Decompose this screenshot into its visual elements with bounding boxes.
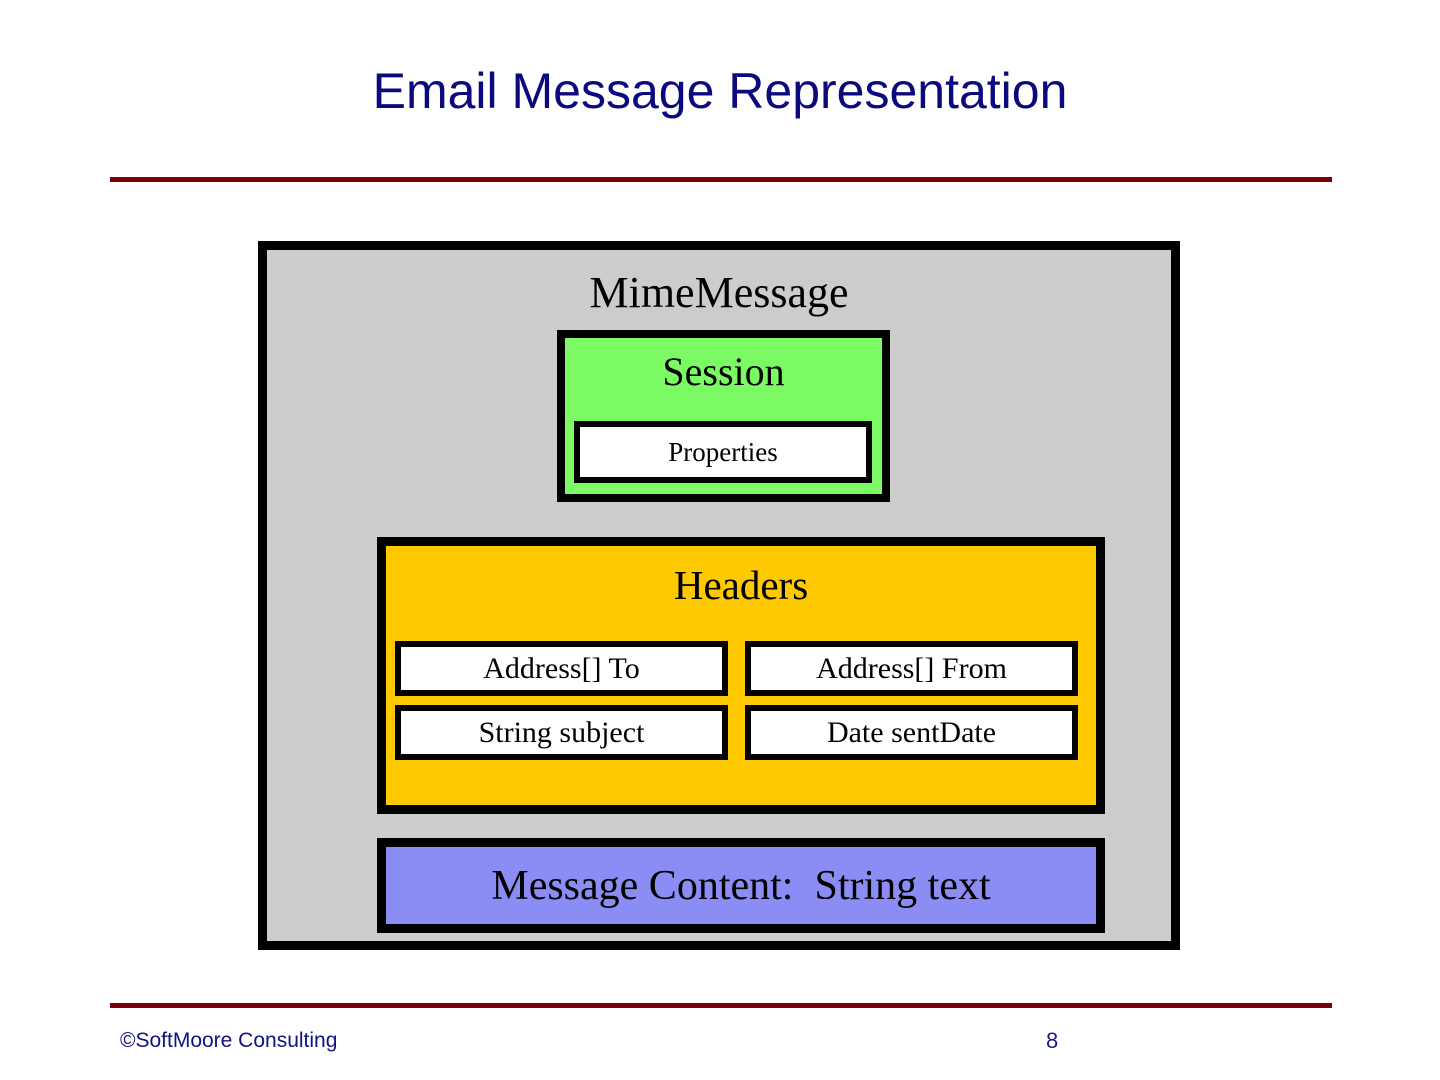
header-field-label: Address[] From — [816, 651, 1007, 685]
mimemessage-label: MimeMessage — [589, 268, 849, 317]
header-field-string-subject: String subject — [395, 705, 728, 760]
header-field-date-sentdate: Date sentDate — [745, 705, 1078, 760]
properties-label: Properties — [668, 436, 778, 467]
footer-divider-rule — [110, 1003, 1332, 1008]
headers-box: Headers Address[] To Address[] From Stri… — [377, 537, 1105, 814]
mimemessage-container-box: MimeMessage Session Properties Headers A… — [258, 241, 1180, 950]
headers-label: Headers — [673, 562, 809, 608]
message-content-label: Message Content: String text — [491, 862, 991, 909]
header-field-label: Date sentDate — [826, 715, 997, 749]
properties-field-box: Properties — [574, 421, 872, 483]
title-divider-rule — [110, 177, 1332, 182]
header-field-address-from: Address[] From — [745, 641, 1078, 696]
session-box: Session Properties — [557, 330, 890, 502]
headers-field-grid: Address[] To Address[] From String subje… — [395, 641, 1087, 760]
message-content-box: Message Content: String text — [377, 838, 1105, 933]
footer-copyright: ©SoftMoore Consulting — [120, 1029, 338, 1052]
page-title: Email Message Representation — [372, 63, 1068, 119]
header-field-address-to: Address[] To — [395, 641, 728, 696]
footer-page-number: 8 — [1046, 1028, 1059, 1053]
session-label: Session — [662, 349, 785, 394]
header-field-label: Address[] To — [483, 651, 640, 685]
header-field-label: String subject — [478, 715, 645, 749]
